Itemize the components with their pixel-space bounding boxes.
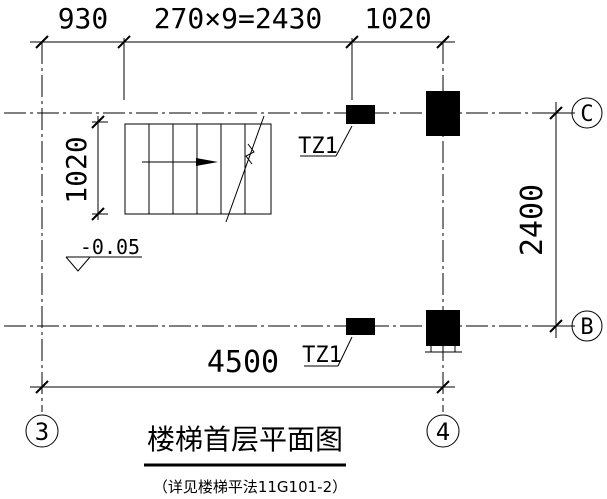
grid-lines bbox=[4, 42, 575, 412]
axis-label-b: B bbox=[580, 315, 593, 340]
axis-bubble-4: 4 bbox=[426, 414, 460, 448]
stair-up-arrow bbox=[142, 158, 218, 166]
axis-label-4: 4 bbox=[436, 418, 450, 446]
right-dimension bbox=[549, 102, 563, 338]
column-lower-marks bbox=[425, 346, 462, 353]
tz1-leader-lower bbox=[304, 336, 353, 367]
axis-label-c: C bbox=[580, 102, 593, 127]
arrow-head-icon bbox=[196, 158, 218, 166]
drawing-note: （详见楼梯平法11G101-2） bbox=[153, 478, 347, 496]
dim-right-vertical: 2400 bbox=[515, 184, 550, 256]
column-tz1-lower bbox=[346, 318, 375, 335]
drawing-title: 楼梯首层平面图 bbox=[147, 423, 343, 456]
axis-bubble-b: B bbox=[546, 310, 603, 342]
dim-bottom: 4500 bbox=[207, 345, 279, 380]
tz1-label-lower: TZ1 bbox=[302, 343, 342, 368]
top-dimension bbox=[30, 35, 455, 100]
axis-label-3: 3 bbox=[35, 418, 49, 446]
dim-left-vertical: 1020 bbox=[60, 136, 93, 203]
column-kz-lower bbox=[426, 310, 460, 346]
axis-bubble-c: C bbox=[546, 97, 603, 129]
tz1-label-upper: TZ1 bbox=[298, 134, 338, 159]
level-mark: -0.05 bbox=[80, 235, 140, 259]
stair-flight bbox=[124, 115, 272, 223]
column-kz-upper bbox=[426, 91, 460, 136]
left-dimension bbox=[91, 115, 108, 221]
dim-top-right: 1020 bbox=[364, 2, 431, 35]
column-tz1-upper bbox=[346, 105, 375, 124]
axis-bubble-3: 3 bbox=[25, 414, 59, 448]
level-symbol bbox=[65, 256, 142, 272]
bottom-dimension bbox=[30, 380, 455, 394]
tz1-leader-upper bbox=[300, 125, 353, 157]
dim-top-left: 930 bbox=[58, 2, 109, 35]
dim-top-middle: 270×9=2430 bbox=[154, 2, 323, 35]
